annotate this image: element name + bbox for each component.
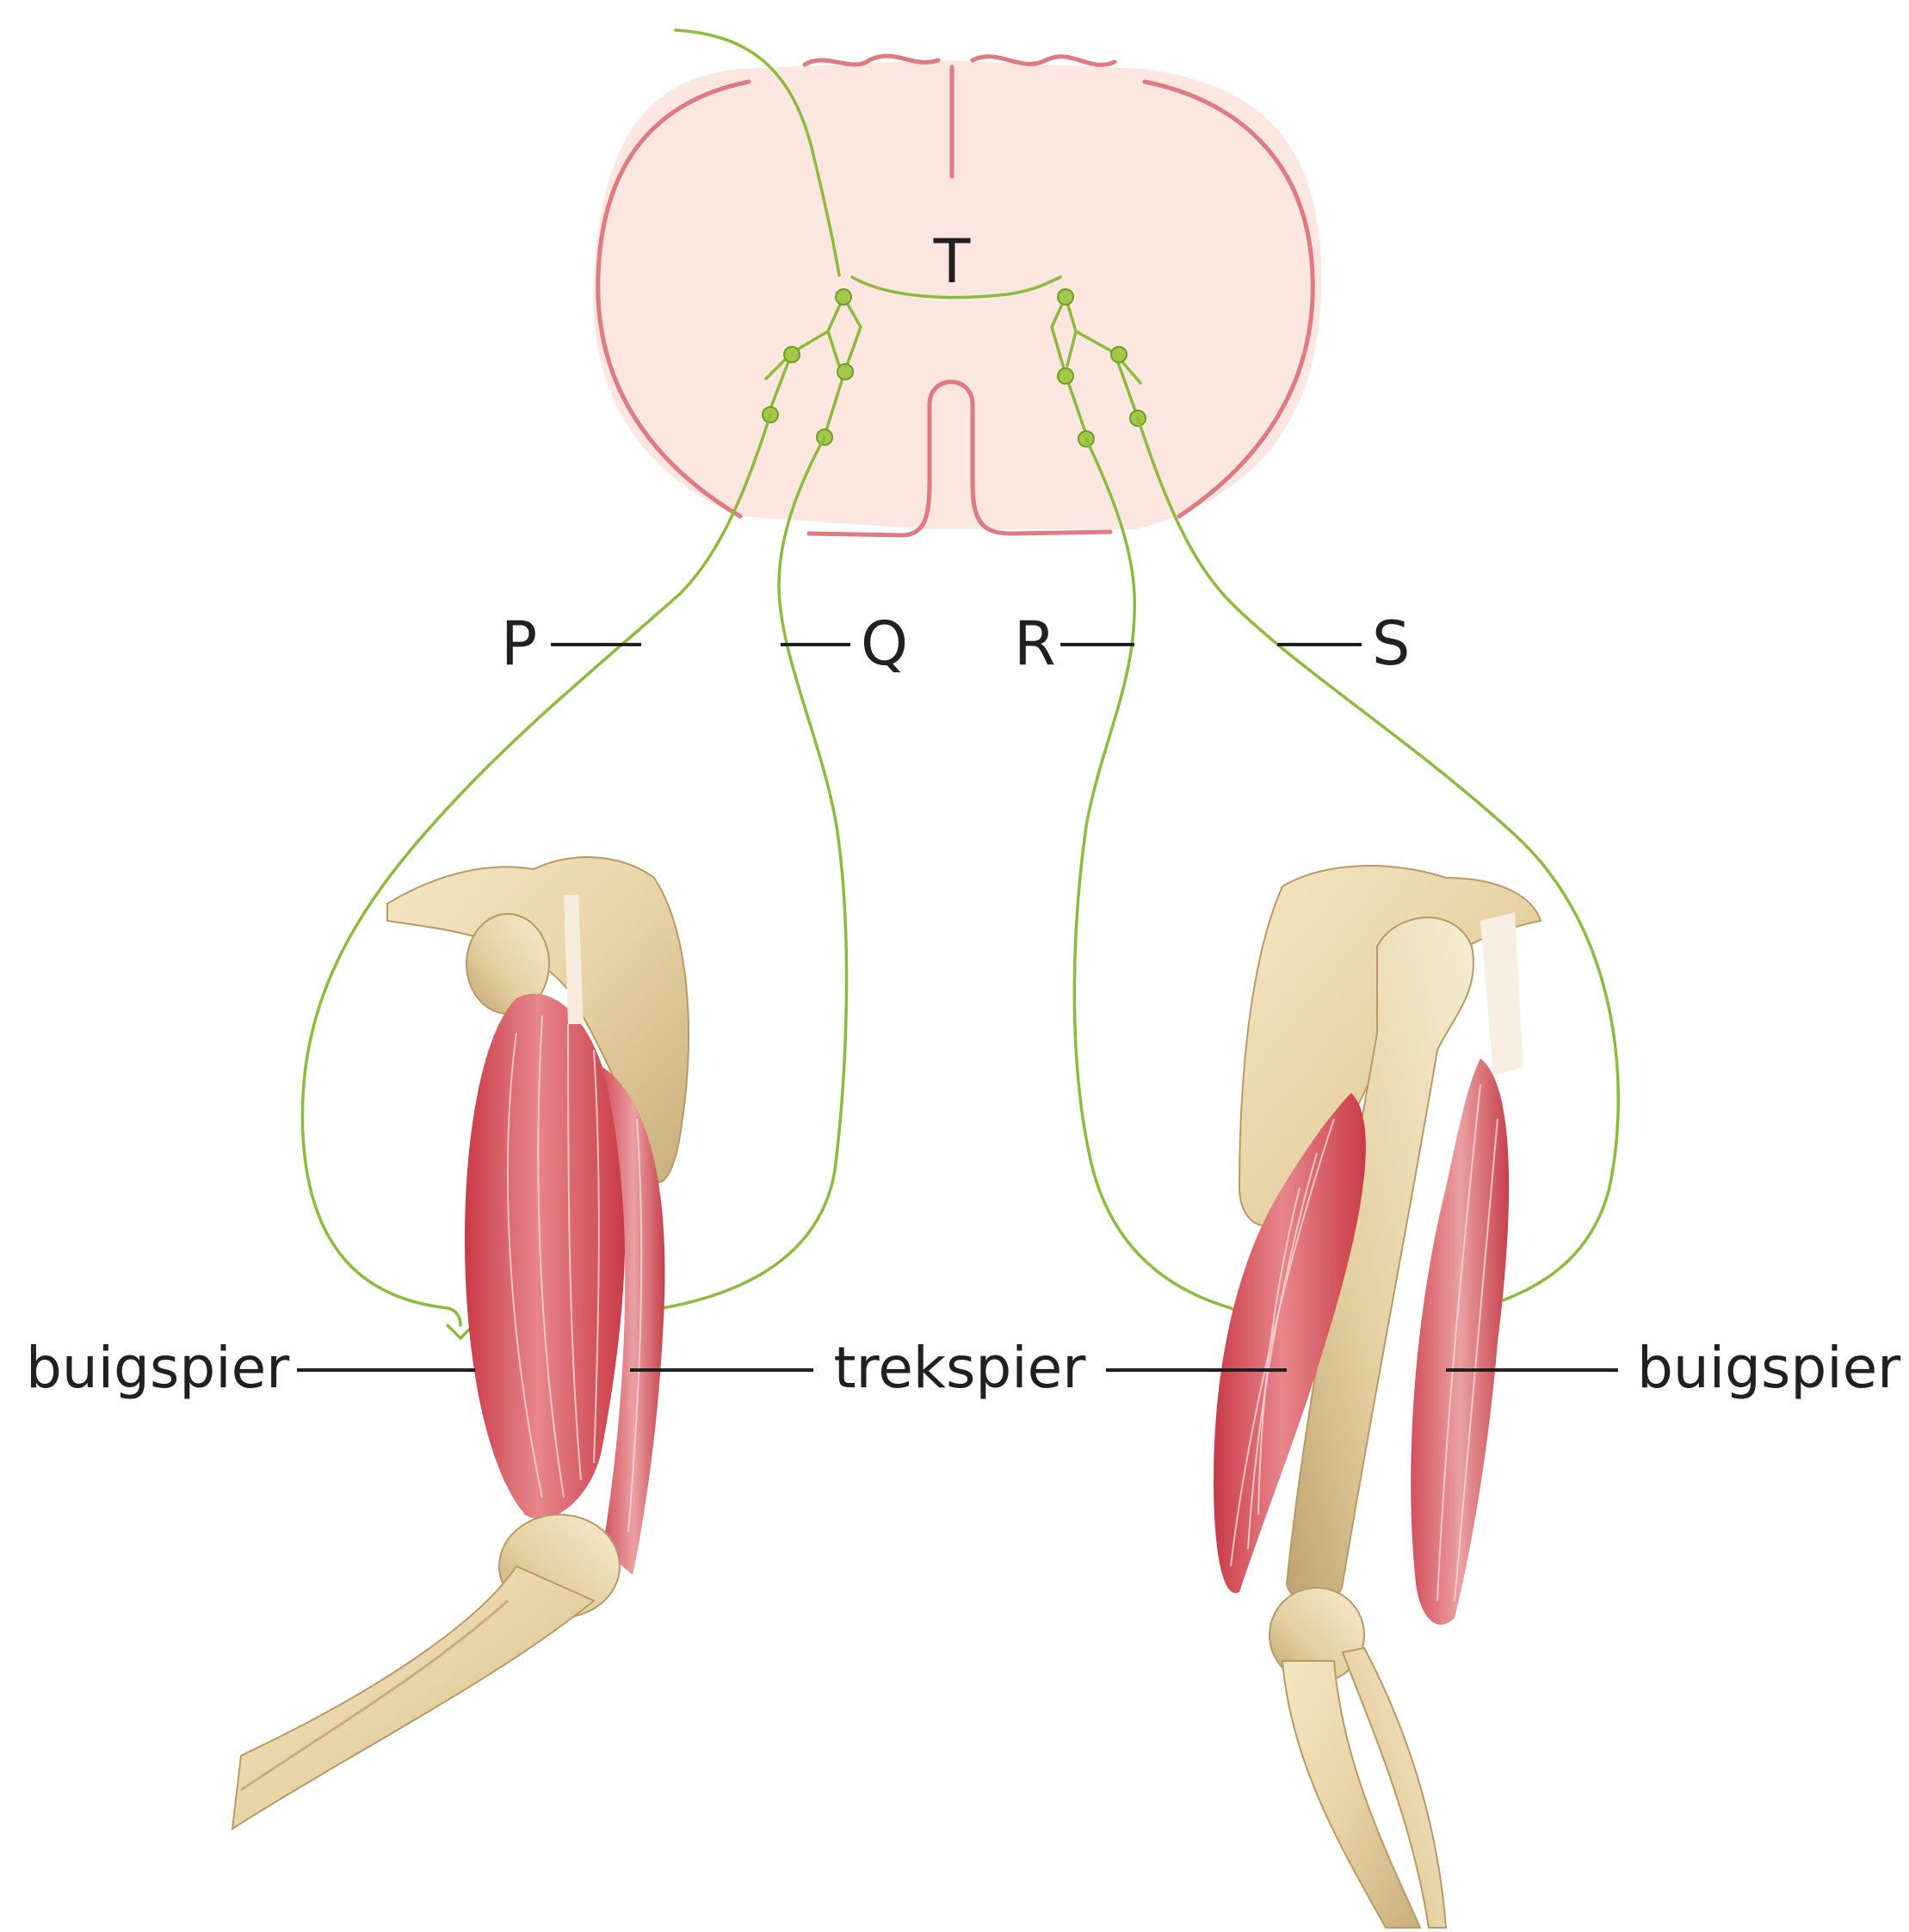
nerve-q [644, 437, 847, 1325]
left-arm [232, 857, 689, 1829]
synapse-node [837, 364, 853, 380]
left-biceps-muscle [465, 994, 625, 1519]
label-center-extensor: trekspier [834, 1335, 1087, 1401]
synapse-node [1111, 347, 1127, 362]
label-p: P [501, 608, 537, 679]
nerve-r [1074, 439, 1244, 1330]
label-s: S [1372, 608, 1410, 679]
label-r: R [1014, 608, 1056, 679]
synapse-node [836, 289, 851, 305]
synapse-node [1058, 368, 1073, 384]
right-tendon [1480, 912, 1523, 1076]
label-left-flexor: buigspier [26, 1335, 290, 1401]
left-forearm [232, 1566, 594, 1829]
label-q: Q [861, 608, 908, 679]
label-right-flexor: buigspier [1637, 1335, 1901, 1401]
synapse-node [1058, 289, 1073, 305]
synapse-node [784, 347, 800, 362]
right-arm [1214, 866, 1541, 1928]
label-t: T [933, 226, 971, 297]
